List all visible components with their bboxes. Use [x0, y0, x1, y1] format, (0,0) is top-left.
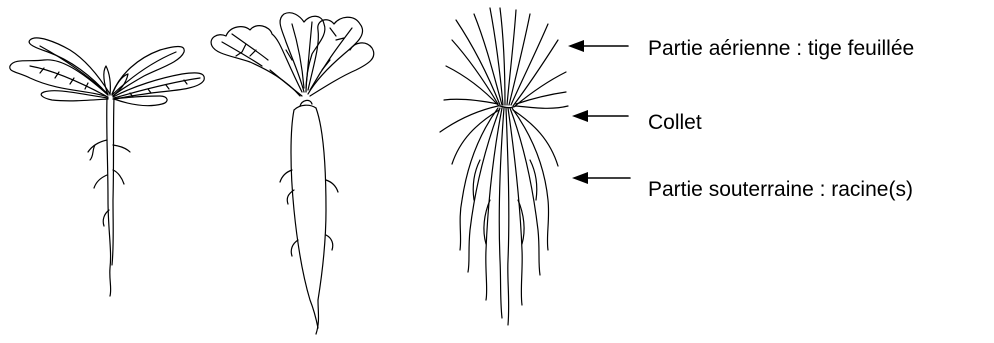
arrows	[568, 40, 630, 184]
seedling-leaves	[10, 38, 205, 106]
carrot-plant	[211, 13, 374, 334]
carrot-root	[280, 100, 338, 334]
seedling-taproot	[88, 98, 130, 296]
arrow-underground	[572, 172, 630, 184]
seedling-plant	[10, 38, 205, 296]
arrow-aerial	[568, 40, 628, 52]
grass-leaves	[446, 8, 566, 106]
label-underground-part: Partie souterraine : racine(s)	[648, 179, 913, 200]
grass-fibrous-roots	[452, 108, 558, 325]
label-collet: Collet	[648, 112, 702, 133]
carrot-leaves	[211, 13, 374, 96]
label-aerial-part: Partie aérienne : tige feuillée	[648, 38, 914, 59]
grass-plant	[440, 8, 568, 325]
arrow-collet	[572, 110, 628, 122]
